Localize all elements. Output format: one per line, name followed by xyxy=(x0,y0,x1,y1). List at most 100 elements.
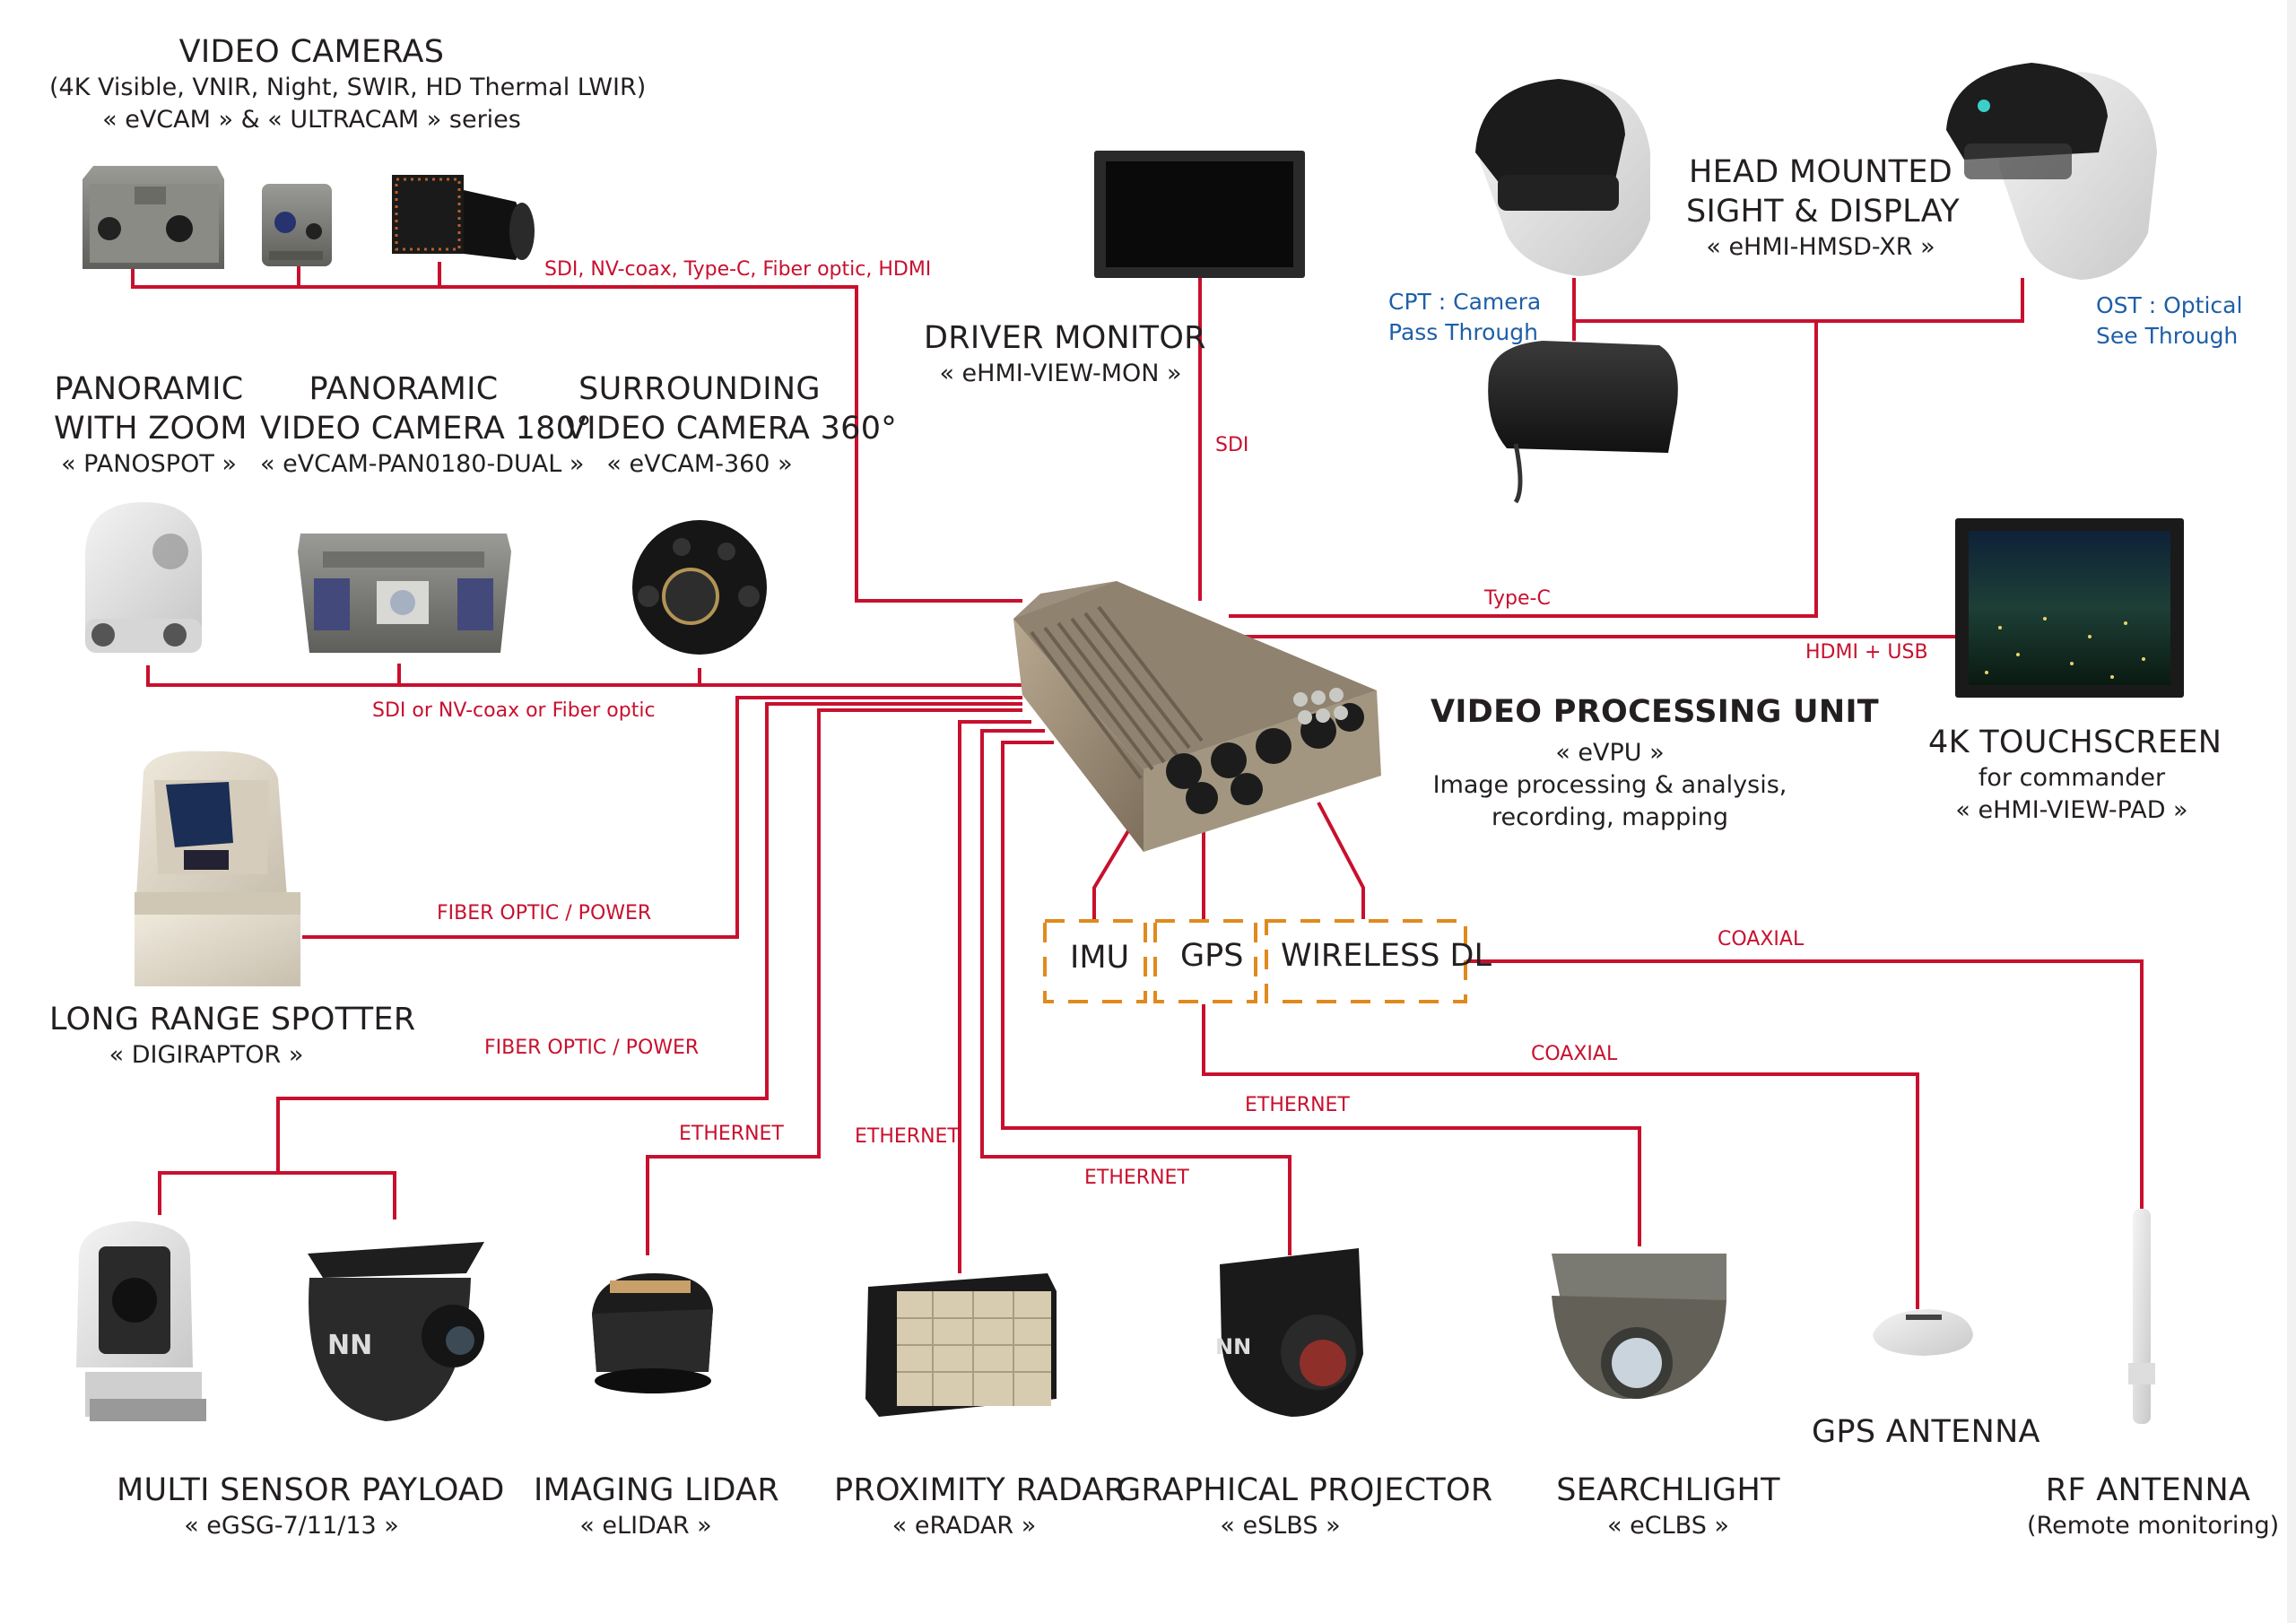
conn-label-hmsd: Type-C xyxy=(1484,587,1551,610)
projector-illustration: NN xyxy=(1215,1248,1363,1417)
video-cameras-title: VIDEO CAMERAS xyxy=(178,34,445,70)
panospot-line1: PANORAMIC xyxy=(54,371,244,407)
searchlight-sub: « eCLBS » xyxy=(1607,1512,1729,1540)
gps-antenna-illustration xyxy=(1873,1309,1973,1356)
projector-sub: « eSLBS » xyxy=(1220,1512,1341,1540)
lidar-sub: « eLIDAR » xyxy=(579,1512,712,1540)
gps-box xyxy=(1153,919,1257,1003)
spotter-label: LONG RANGE SPOTTER « DIGIRAPTOR » xyxy=(49,1000,415,1072)
cam360-line2: VIDEO CAMERA 360° xyxy=(565,411,898,447)
wire-projector xyxy=(980,729,1292,1255)
vpu-title: VIDEO PROCESSING UNIT xyxy=(1431,694,1879,730)
lidar-title: IMAGING LIDAR xyxy=(534,1472,780,1508)
conn-label-lidar: ETHERNET xyxy=(679,1123,784,1145)
panospot-illustration xyxy=(85,502,202,653)
touchscreen-sub2: « eHMI-VIEW-PAD » xyxy=(1955,796,2188,824)
vpu-label: VIDEO PROCESSING UNIT « eVPU » Image pro… xyxy=(1431,692,1879,834)
hmsd-line2: SIGHT & DISPLAY xyxy=(1686,194,1960,230)
conn-label-gps-ant: COAXIAL xyxy=(1531,1043,1618,1065)
touchscreen-sub1: for commander xyxy=(1978,764,2166,792)
driver-monitor-illustration xyxy=(1094,151,1305,278)
driver-monitor-label: DRIVER MONITOR « eHMI-VIEW-MON » xyxy=(924,318,1206,390)
ost-note: OST : Optical See Through xyxy=(2096,291,2242,352)
conn-label-projector: ETHERNET xyxy=(1084,1167,1189,1189)
conn-label-rf-ant: COAXIAL xyxy=(1718,928,1805,950)
msp-sub: « eGSG-7/11/13 » xyxy=(184,1512,399,1540)
rf-antenna-label: RF ANTENNA (Remote monitoring) xyxy=(2027,1471,2280,1542)
msp-1-illustration xyxy=(76,1221,206,1421)
radar-label: PROXIMITY RADAR « eRADAR » xyxy=(834,1471,1126,1542)
hmsd-ost-helmet-illustration xyxy=(1946,63,2157,280)
pano180-label: PANORAMIC VIDEO CAMERA 180° « eVCAM-PAN0… xyxy=(260,369,593,481)
video-camera-1-illustration xyxy=(83,166,224,269)
wireless-box xyxy=(1265,919,1467,1003)
connection-wires xyxy=(131,240,2144,1309)
searchlight-label: SEARCHLIGHT « eCLBS » xyxy=(1556,1471,1780,1542)
cam360-line1: SURROUNDING xyxy=(578,371,821,407)
wireless-module-label: WIRELESS DL xyxy=(1281,938,1492,974)
conn-label-spotter: FIBER OPTIC / POWER xyxy=(437,902,652,924)
hmsd-cpt-helmet-illustration xyxy=(1475,79,1650,276)
cpt-note-line1: CPT : Camera xyxy=(1388,289,1542,315)
wire-wl xyxy=(1317,802,1365,919)
cam360-sub: « eVCAM-360 » xyxy=(606,450,793,478)
wire-hmsd-ost xyxy=(1816,278,2024,323)
wire-cameras xyxy=(131,240,1022,603)
rf-antenna-illustration xyxy=(2128,1209,2155,1424)
wire-searchlight xyxy=(1001,741,1641,1246)
ost-note-line1: OST : Optical xyxy=(2096,292,2243,318)
hmsd-line1: HEAD MOUNTED xyxy=(1688,154,1953,190)
video-cameras-types: (4K Visible, VNIR, Night, SWIR, HD Therm… xyxy=(49,74,647,101)
lidar-illustration xyxy=(592,1273,713,1393)
msp-label: MULTI SENSOR PAYLOAD « eGSG-7/11/13 » xyxy=(117,1471,505,1542)
video-cameras-label: VIDEO CAMERAS (4K Visible, VNIR, Night, … xyxy=(49,32,647,136)
hmsd-sub: « eHMI-HMSD-XR » xyxy=(1706,233,1935,261)
wire-msp-b xyxy=(278,1171,396,1219)
msp-2-illustration: NN xyxy=(308,1242,484,1421)
rf-antenna-sub: (Remote monitoring) xyxy=(2027,1512,2280,1540)
searchlight-title: SEARCHLIGHT xyxy=(1556,1472,1780,1508)
pano180-illustration xyxy=(298,534,511,653)
touchscreen-illustration xyxy=(1955,518,2184,698)
spotter-sub: « DIGIRAPTOR » xyxy=(109,1041,304,1069)
wire-pano xyxy=(146,665,1022,687)
conn-label-searchlight: ETHERNET xyxy=(1245,1094,1350,1116)
ost-note-line2: See Through xyxy=(2096,323,2239,349)
vpu-sub2: Image processing & analysis, xyxy=(1432,771,1787,799)
conn-label-driver: SDI xyxy=(1215,434,1249,456)
radar-sub: « eRADAR » xyxy=(891,1512,1037,1540)
right-edge-strip xyxy=(2287,0,2296,1623)
conn-label-cameras: SDI, NV-coax, Type-C, Fiber optic, HDMI xyxy=(544,258,932,281)
panospot-line2: WITH ZOOM xyxy=(54,411,248,447)
pano180-line2: VIDEO CAMERA 180° xyxy=(260,411,593,447)
rf-antenna-title: RF ANTENNA xyxy=(2045,1472,2251,1508)
conn-label-touch: HDMI + USB xyxy=(1805,641,1928,664)
panospot-sub: « PANOSPOT » xyxy=(61,450,237,478)
searchlight-illustration xyxy=(1552,1254,1726,1399)
vpu-sub3: recording, mapping xyxy=(1491,803,1729,831)
wire-rf-ant xyxy=(1466,959,2144,1211)
projector-title: GRAPHICAL PROJECTOR xyxy=(1117,1472,1493,1508)
conn-label-msp: FIBER OPTIC / POWER xyxy=(484,1037,700,1059)
panospot-label: PANORAMIC WITH ZOOM « PANOSPOT » xyxy=(54,369,248,481)
touchscreen-label: 4K TOUCHSCREEN for commander « eHMI-VIEW… xyxy=(1928,723,2222,827)
radar-title: PROXIMITY RADAR xyxy=(834,1472,1126,1508)
vpu-sub1: « eVPU » xyxy=(1555,739,1665,767)
lidar-label: IMAGING LIDAR « eLIDAR » xyxy=(534,1471,780,1542)
msp-title: MULTI SENSOR PAYLOAD xyxy=(117,1472,505,1508)
svg-text:NN: NN xyxy=(1215,1334,1251,1359)
cam360-illustration xyxy=(632,520,767,655)
touchscreen-title: 4K TOUCHSCREEN xyxy=(1928,725,2222,760)
cpt-note-line2: Pass Through xyxy=(1388,319,1538,345)
module-boxes xyxy=(1043,919,1467,1003)
driver-monitor-title: DRIVER MONITOR xyxy=(924,320,1206,356)
cpt-note: CPT : Camera Pass Through xyxy=(1388,287,1541,348)
vpu-illustration xyxy=(1013,581,1381,852)
conn-label-pano: SDI or NV-coax or Fiber optic xyxy=(372,699,656,722)
wire-imu xyxy=(1092,823,1134,919)
radar-illustration xyxy=(865,1273,1057,1417)
wire-radar xyxy=(958,720,1031,1273)
driver-monitor-sub: « eHMI-VIEW-MON » xyxy=(939,360,1182,387)
